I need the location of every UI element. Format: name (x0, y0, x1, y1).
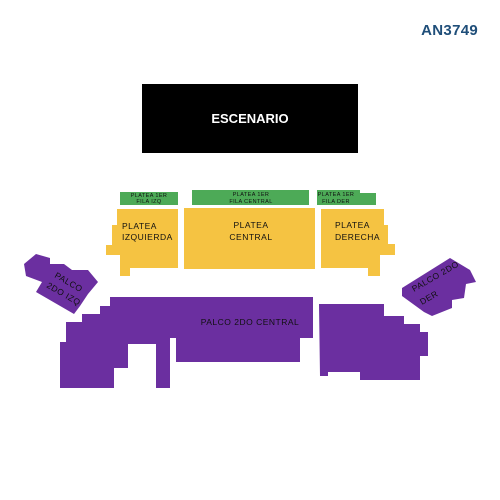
section-label-line2: DERECHA (335, 232, 380, 242)
stage-block (142, 84, 358, 153)
section-label-line2: FILA DER (322, 199, 350, 205)
section-platea-derecha[interactable]: PLATEA DERECHA (321, 209, 395, 276)
section-shape (321, 209, 395, 276)
section-label-line1: PLATEA 1ER (233, 192, 270, 198)
section-label-line2: FILA CENTRAL (229, 199, 272, 205)
section-label-line1: PLATEA (335, 220, 370, 230)
venue-code: AN3749 (421, 22, 478, 39)
section-label-line2: FILA IZQ (136, 199, 162, 205)
section-label-line2: CENTRAL (229, 232, 272, 242)
section-shape (402, 258, 476, 316)
section-platea-izquierda[interactable]: PLATEA IZQUIERDA (106, 209, 178, 276)
section-platea-1er-fila-der[interactable]: PLATEA 1ER FILA DER (317, 190, 376, 205)
section-label: PALCO 2DO CENTRAL (201, 317, 300, 327)
section-label-line1: PLATEA (122, 221, 157, 231)
section-shape-main (60, 297, 313, 388)
section-shape-right (319, 304, 428, 380)
section-palco-2do-central[interactable]: PALCO 2DO CENTRAL (60, 297, 428, 388)
section-platea-1er-fila-central[interactable]: PLATEA 1ER FILA CENTRAL (192, 190, 309, 205)
section-shape (192, 190, 309, 205)
section-shape (184, 208, 315, 269)
section-label-line1: PLATEA (234, 220, 269, 230)
section-label-line1: PLATEA 1ER (318, 192, 355, 198)
section-label-line2: IZQUIERDA (122, 232, 173, 242)
section-shape (120, 192, 178, 205)
section-shape (24, 254, 98, 314)
stage: ESCENARIO (142, 84, 358, 153)
section-palco-2do-der[interactable]: PALCO 2DO DER (402, 258, 476, 316)
section-label-line1: PLATEA 1ER (131, 193, 168, 199)
section-palco-2do-izq[interactable]: PALCO 2DO IZQ (24, 254, 98, 314)
section-platea-1er-fila-izq[interactable]: PLATEA 1ER FILA IZQ (120, 192, 178, 205)
section-shape (106, 209, 178, 276)
stage-label: ESCENARIO (211, 111, 288, 126)
section-platea-central[interactable]: PLATEA CENTRAL (184, 208, 315, 269)
section-shape (317, 190, 376, 205)
